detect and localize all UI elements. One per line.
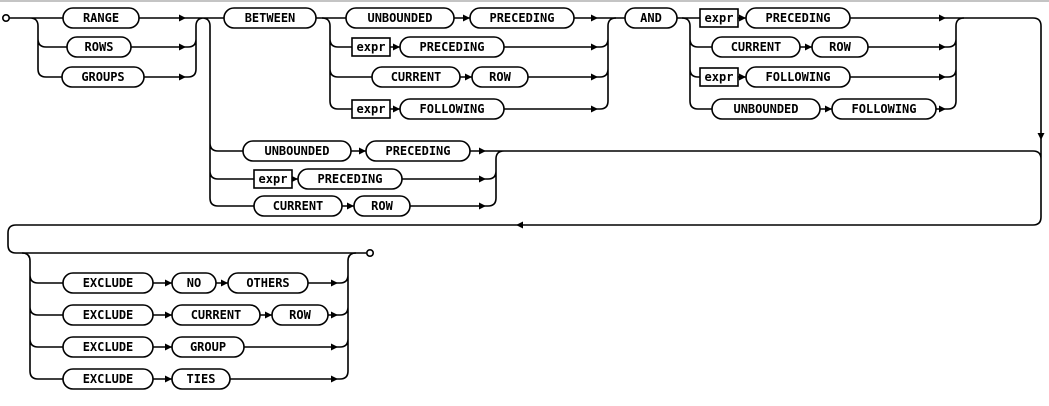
terminal-row-4: ROW: [271, 304, 329, 326]
terminal-following-2: FOLLOWING: [745, 66, 851, 88]
terminal-preceding-5-label: PRECEDING: [317, 172, 382, 186]
nonterminal-expr-5-label: expr: [259, 172, 288, 186]
terminal-row-3: ROW: [353, 195, 411, 217]
terminal-following-1: FOLLOWING: [399, 98, 505, 120]
terminal-no-label: NO: [187, 276, 201, 290]
wires-right-loop-and-short-branch: [7, 26, 1042, 254]
terminal-ties-label: TIES: [187, 372, 216, 386]
terminal-preceding-5: PRECEDING: [297, 168, 403, 190]
start-terminal-icon: [1, 14, 11, 23]
terminal-unbounded-2-label: UNBOUNDED: [733, 102, 798, 116]
terminal-following-2-label: FOLLOWING: [765, 70, 830, 84]
terminal-unbounded-3-label: UNBOUNDED: [264, 144, 329, 158]
terminal-preceding-4-label: PRECEDING: [385, 144, 450, 158]
terminal-preceding-3-label: PRECEDING: [765, 11, 830, 25]
terminal-row-3-label: ROW: [371, 199, 393, 213]
terminal-unbounded-2: UNBOUNDED: [711, 98, 821, 120]
nonterminal-expr-3-label: expr: [705, 11, 734, 25]
nonterminal-expr-5: expr: [253, 169, 293, 189]
terminal-and: AND: [624, 7, 678, 29]
terminal-preceding-3: PRECEDING: [745, 7, 851, 29]
terminal-preceding-2-label: PRECEDING: [419, 40, 484, 54]
terminal-row-1-label: ROW: [489, 70, 511, 84]
terminal-following-3-label: FOLLOWING: [851, 102, 916, 116]
terminal-unbounded-1-label: UNBOUNDED: [367, 11, 432, 25]
terminal-and-label: AND: [640, 11, 662, 25]
nonterminal-expr-4-label: expr: [705, 70, 734, 84]
terminal-no: NO: [171, 272, 217, 294]
down-arrow-icon: [1037, 133, 1045, 140]
terminal-exclude-3: EXCLUDE: [62, 336, 154, 358]
terminal-others-label: OTHERS: [246, 276, 289, 290]
terminal-exclude-2: EXCLUDE: [62, 304, 154, 326]
terminal-between-label: BETWEEN: [245, 11, 296, 25]
end-terminal-icon: [365, 249, 374, 258]
terminal-following-3: FOLLOWING: [831, 98, 937, 120]
terminal-others: OTHERS: [227, 272, 309, 294]
terminal-rows-label: ROWS: [85, 40, 114, 54]
nonterminal-expr-3: expr: [699, 8, 739, 28]
wires-and-group: [681, 17, 965, 110]
terminal-row-2: ROW: [811, 36, 869, 58]
nonterminal-expr-2-label: expr: [357, 102, 386, 116]
nonterminal-expr-1-label: expr: [357, 40, 386, 54]
terminal-exclude-2-label: EXCLUDE: [83, 308, 134, 322]
nonterminal-expr-1: expr: [351, 37, 391, 57]
terminal-current-4-label: CURRENT: [191, 308, 242, 322]
terminal-unbounded-3: UNBOUNDED: [242, 140, 352, 162]
nonterminal-expr-4: expr: [699, 67, 739, 87]
terminal-row-4-label: ROW: [289, 308, 311, 322]
terminal-exclude-3-label: EXCLUDE: [83, 340, 134, 354]
terminal-groups: GROUPS: [61, 66, 145, 88]
terminal-current-3-label: CURRENT: [273, 199, 324, 213]
terminal-ties: TIES: [171, 368, 231, 390]
terminal-current-1: CURRENT: [371, 66, 461, 88]
terminal-exclude-4-label: EXCLUDE: [83, 372, 134, 386]
nonterminal-expr-2: expr: [351, 99, 391, 119]
terminal-group: GROUP: [171, 336, 245, 358]
terminal-current-3: CURRENT: [253, 195, 343, 217]
wires-between-group: [321, 17, 617, 110]
terminal-following-1-label: FOLLOWING: [419, 102, 484, 116]
terminal-preceding-2: PRECEDING: [399, 36, 505, 58]
terminal-exclude-1: EXCLUDE: [62, 272, 154, 294]
terminal-preceding-1: PRECEDING: [469, 7, 575, 29]
terminal-row-2-label: ROW: [829, 40, 851, 54]
terminal-group-label: GROUP: [190, 340, 226, 354]
left-arrow-icon: [516, 221, 523, 229]
terminal-between: BETWEEN: [223, 7, 317, 29]
terminal-current-2-label: CURRENT: [731, 40, 782, 54]
terminal-preceding-1-label: PRECEDING: [489, 11, 554, 25]
terminal-groups-label: GROUPS: [81, 70, 124, 84]
terminal-exclude-1-label: EXCLUDE: [83, 276, 134, 290]
terminal-preceding-4: PRECEDING: [365, 140, 471, 162]
terminal-current-2: CURRENT: [711, 36, 801, 58]
terminal-rows: ROWS: [66, 36, 132, 58]
terminal-current-4: CURRENT: [171, 304, 261, 326]
terminal-row-1: ROW: [471, 66, 529, 88]
terminal-range: RANGE: [62, 7, 140, 29]
terminal-current-1-label: CURRENT: [391, 70, 442, 84]
terminal-exclude-4: EXCLUDE: [62, 368, 154, 390]
terminal-range-label: RANGE: [83, 11, 119, 25]
terminal-unbounded-1: UNBOUNDED: [345, 7, 455, 29]
